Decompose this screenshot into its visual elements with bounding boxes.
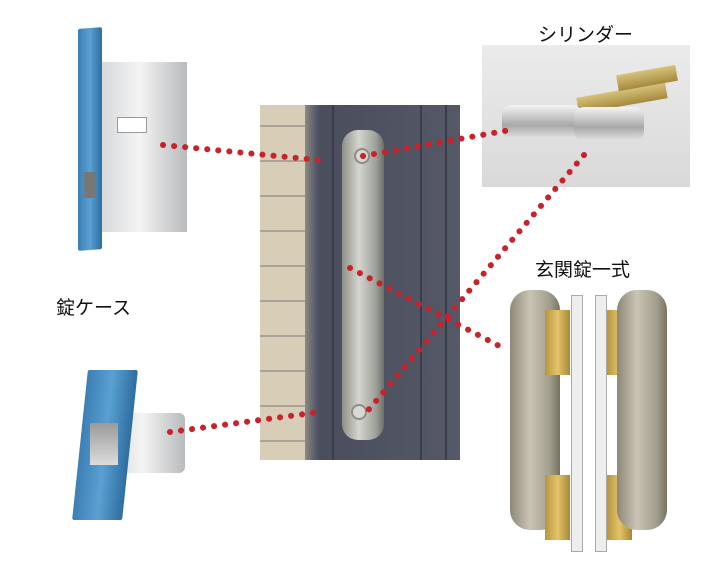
entrance-lock-set-label: 玄関錠一式 (535, 259, 631, 281)
entrance-lock-set-photo (505, 285, 670, 553)
cylinder-label: シリンダー (538, 24, 634, 46)
lower-keyhole-icon (351, 404, 367, 420)
lock-case-label: 錠ケース (56, 297, 132, 319)
lock-case-image-latch (72, 368, 190, 523)
connector-cylinder-bottom (362, 152, 587, 417)
connector-cylinder-top (360, 127, 513, 159)
cylinder-photo (482, 45, 690, 187)
connector-entrance-set (347, 265, 510, 353)
lock-case-image-mortise (72, 22, 192, 251)
connector-lockcase-top (160, 142, 321, 163)
connector-lockcase-bottom (167, 409, 323, 435)
